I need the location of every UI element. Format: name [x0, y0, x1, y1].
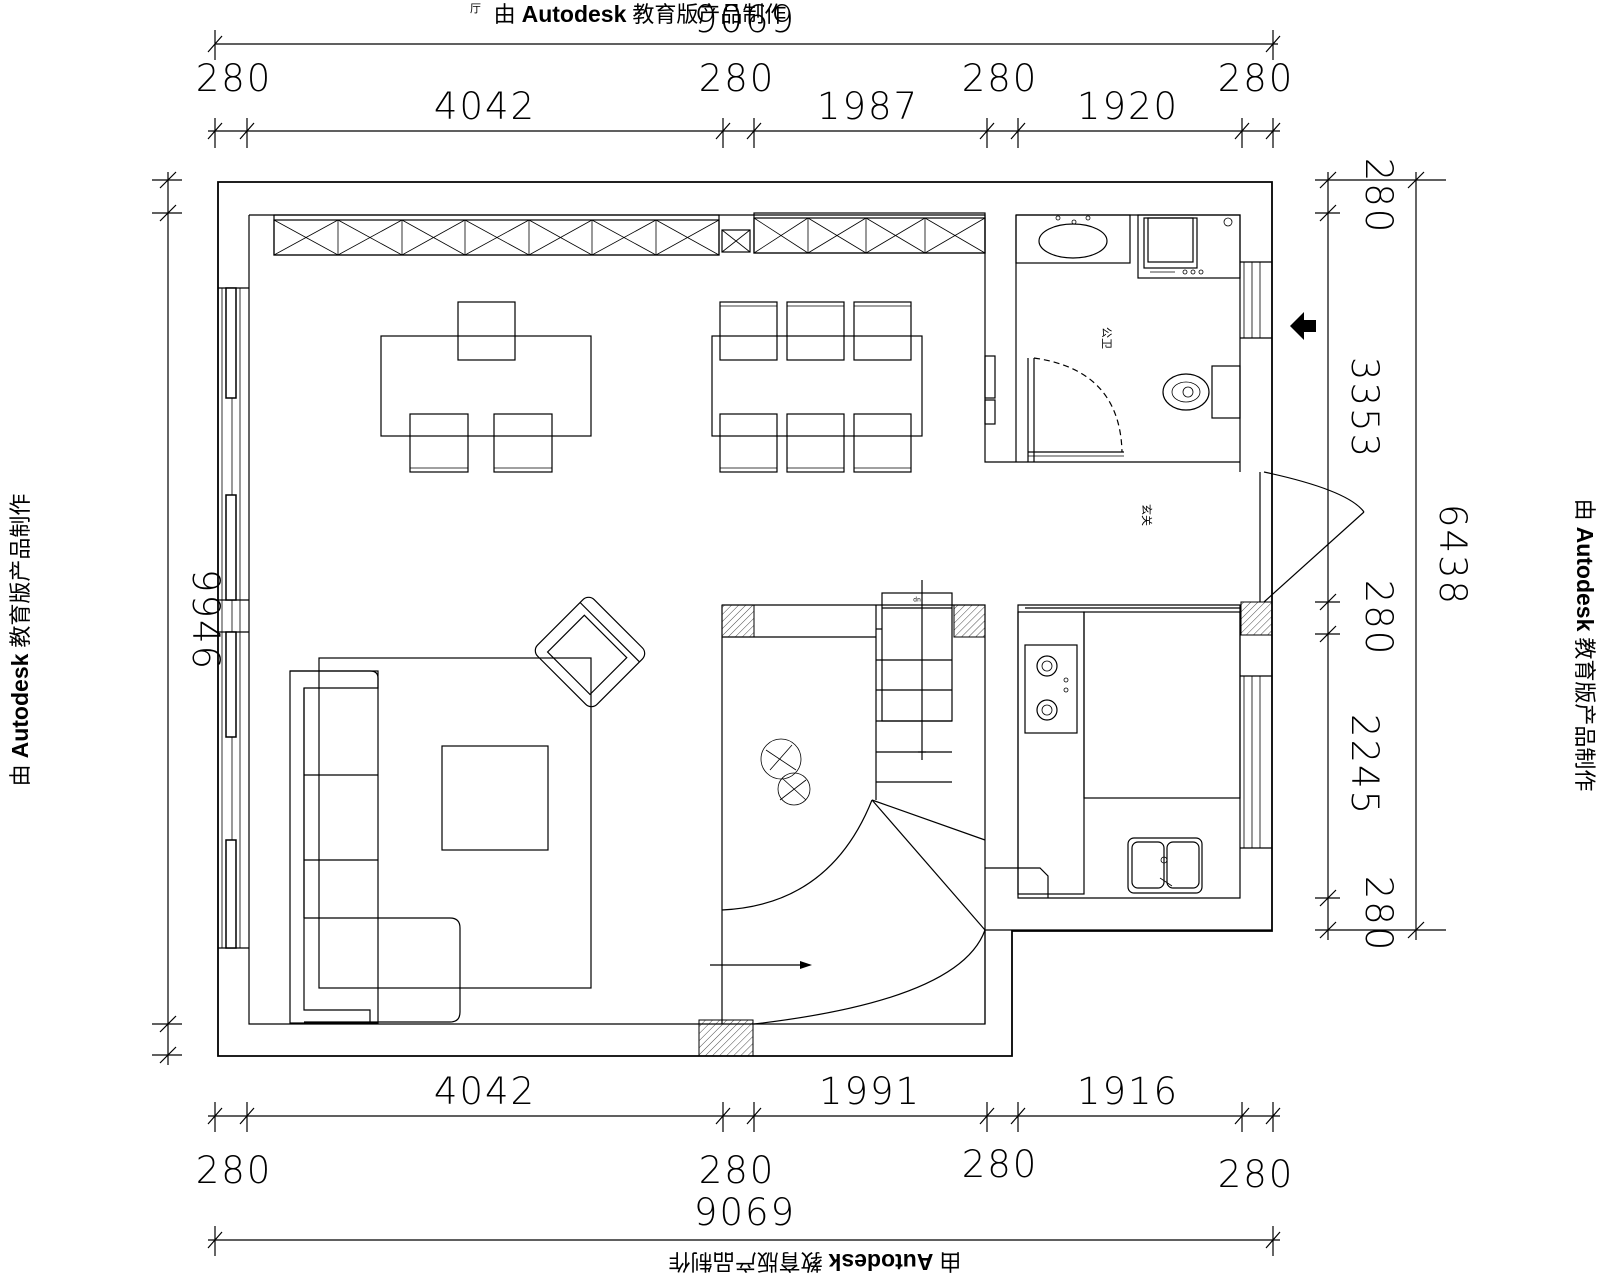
dim-bottom-total: 9069 [694, 1191, 796, 1234]
svg-text:由Autodesk教育版产品制作: 由Autodesk教育版产品制作 [7, 494, 34, 787]
room-label-entry: 玄关 [1140, 504, 1154, 526]
entry-door [1259, 471, 1365, 603]
dim-right-room-2: 2245 [1343, 714, 1386, 816]
sofa [289, 670, 461, 1024]
room-label-bathroom: 公卫 [1100, 327, 1113, 349]
dim-bottom-wall-1: 280 [196, 1149, 273, 1192]
room-label-fragment: 厅 [470, 2, 481, 15]
left-dimension-lines [152, 171, 182, 1065]
coffee-table [441, 745, 549, 851]
column [953, 604, 986, 638]
right-dimension-lines [1315, 171, 1446, 940]
entrance-arrow-icon [1290, 312, 1316, 340]
watermark-right: 由Autodesk教育版产品制作 [1571, 499, 1598, 792]
bathroom [984, 214, 1272, 462]
watermark-left: 由Autodesk教育版产品制作 [7, 494, 34, 787]
watermark-bottom: 由Autodesk教育版产品制作 [669, 1248, 962, 1275]
dim-top-room-1: 4042 [434, 85, 536, 128]
column [1240, 601, 1273, 636]
column [721, 604, 755, 638]
dim-top-wall-1: 280 [196, 57, 273, 100]
dim-bottom-room-3: 1916 [1077, 1070, 1179, 1113]
dining-table-right [711, 301, 923, 473]
svg-text:由Autodesk教育版产品制作: 由Autodesk教育版产品制作 [669, 1248, 962, 1275]
stair-label: up [913, 596, 921, 603]
plant [760, 738, 811, 806]
dim-top-room-3: 1920 [1077, 85, 1179, 128]
armchair [534, 596, 646, 708]
dim-bottom-room-1: 4042 [434, 1070, 536, 1113]
svg-text:由Autodesk教育版产品制作: 由Autodesk教育版产品制作 [494, 1, 787, 28]
top-dimension-lines [207, 30, 1281, 148]
dim-top-wall-3: 280 [962, 57, 1039, 100]
dim-top-wall-2: 280 [699, 57, 776, 100]
left-window [218, 287, 249, 949]
top-cabinets [273, 212, 986, 256]
dim-top-wall-4: 280 [1218, 57, 1295, 100]
dim-top-room-2: 1987 [817, 85, 919, 128]
staircase [710, 580, 986, 1025]
dim-right-wall-1: 280 [1357, 158, 1400, 235]
rug [318, 657, 592, 989]
dining-table-left [380, 301, 592, 473]
dim-right-total: 6438 [1431, 504, 1474, 606]
dim-bottom-wall-3: 280 [962, 1143, 1039, 1186]
dim-right-wall-2: 280 [1357, 580, 1400, 657]
dim-top-total: 9069 [694, 0, 796, 41]
dim-right-wall-3: 280 [1357, 876, 1400, 953]
dim-left-total: 9946 [184, 569, 227, 671]
dim-right-room-1: 3353 [1343, 357, 1386, 459]
kitchen [985, 607, 1272, 898]
dim-bottom-wall-4: 280 [1218, 1153, 1295, 1196]
dim-bottom-room-2: 1991 [819, 1070, 921, 1113]
dim-bottom-wall-2: 280 [699, 1149, 776, 1192]
svg-text:由Autodesk教育版产品制作: 由Autodesk教育版产品制作 [1571, 499, 1598, 792]
bottom-dimension-lines [207, 1102, 1281, 1256]
column [698, 1019, 754, 1057]
